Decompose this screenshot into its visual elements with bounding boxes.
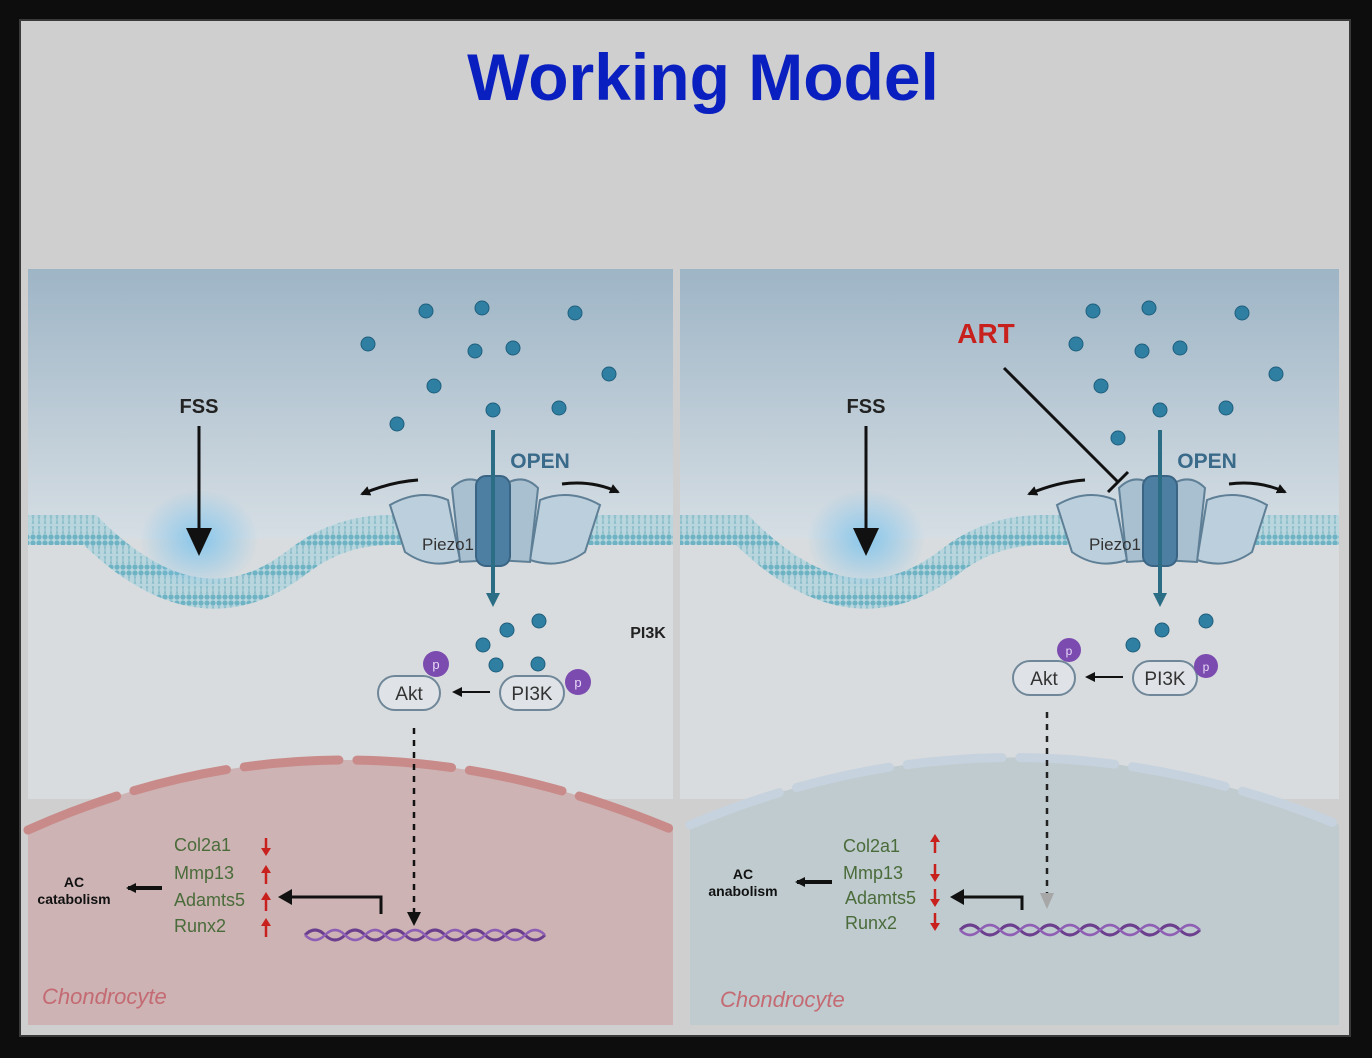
left-gene-runx2: Runx2 [174,916,226,936]
left-col2a1-down-arrow [261,838,271,856]
left-pi3k-phospho [565,669,591,695]
right-art-inhibition-line [1002,366,1120,484]
right-pi3k-node [1132,660,1198,696]
left-cell-membrane [28,515,673,609]
right-adamts5-down-arrow [930,889,940,907]
right-piezo1-channel [1055,475,1269,567]
left-akt-label: Akt [395,684,423,705]
right-art-inhibition-bar [1106,470,1130,494]
left-gene-mmp13: Mmp13 [174,863,234,883]
left-gene-adamts5: Adamts5 [174,890,245,910]
left-cell-label: Chondrocyte [42,984,167,1009]
left-akt-phospho [423,651,449,677]
left-pi3k-label: PI3K [511,684,553,705]
right-col2a1-up-arrow [930,834,940,853]
right-akt-phospho [1057,638,1081,662]
right-cell-label: Chondrocyte [720,987,845,1012]
right-open-label: OPEN [1177,450,1237,473]
left-extracellular-bg [28,269,673,539]
right-outcome-line1: AC [733,866,753,882]
left-calcium-ions [360,300,617,673]
right-pi3k-label: PI3K [1144,669,1186,690]
right-piezo1-label: Piezo1 [1089,535,1141,554]
right-panel: FSS Piezo1 OPEN ART Akt p P [680,269,1344,1025]
right-akt-node [1012,660,1076,696]
left-piezo1-label: Piezo1 [422,535,474,554]
left-outcome-line1: AC [64,874,84,890]
right-pi3k-phospho-label: p [1203,660,1210,674]
right-gene-mmp13: Mmp13 [843,863,903,883]
left-adamts5-up-arrow [261,892,271,911]
left-akt-node [377,675,441,711]
right-calcium-ions [1068,300,1284,653]
right-runx2-down-arrow [930,913,940,931]
left-akt-phospho-label: p [432,657,439,672]
left-fss-label: FSS [180,396,219,418]
right-akt-label: Akt [1030,669,1058,690]
right-akt-phospho-label: p [1066,644,1073,658]
left-outcome-line2: catabolism [37,891,110,907]
left-panel: FSS Piezo1 OPEN PI3K Akt p [23,269,678,1025]
right-gene-adamts5: Adamts5 [845,888,916,908]
left-gene-col2a1: Col2a1 [174,835,231,855]
panel-divider [673,269,680,1025]
right-fss-label: FSS [847,396,886,418]
right-mmp13-down-arrow [930,864,940,882]
right-gene-col2a1: Col2a1 [843,836,900,856]
left-open-label: OPEN [510,450,570,473]
right-pi3k-phospho [1194,654,1218,678]
left-mmp13-up-arrow [261,865,271,884]
left-pi3k-note: PI3K [630,625,666,642]
right-cell-membrane [680,515,1339,609]
right-art-label: ART [957,318,1015,349]
right-outcome-line2: anabolism [708,883,777,899]
left-pi3k-phospho-label: p [574,675,581,690]
right-gene-runx2: Runx2 [845,913,897,933]
figure-title: Working Model [467,40,939,114]
left-runx2-up-arrow [261,918,271,937]
left-pi3k-node [499,675,565,711]
